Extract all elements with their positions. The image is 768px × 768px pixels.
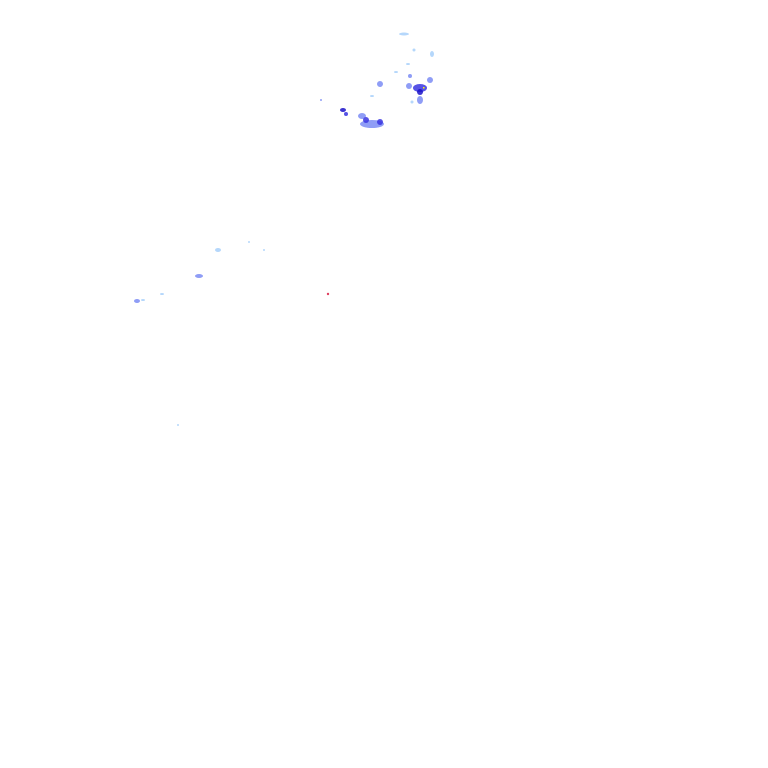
rain-echo-very_heavy: [417, 89, 423, 95]
rain-echo-light: [215, 248, 221, 252]
rain-echo-light: [399, 32, 409, 36]
rain-echo-heavy: [344, 112, 348, 116]
rain-echo-moderate: [195, 274, 203, 278]
rain-echo-heavy: [363, 117, 369, 123]
rain-echo-moderate: [406, 83, 412, 89]
rain-echo-moderate: [358, 113, 366, 119]
rain-echo-light: [177, 424, 179, 426]
rain-echo-very_heavy: [340, 108, 346, 112]
rain-echo-light: [406, 63, 410, 65]
rain-echo-moderate: [134, 299, 140, 303]
rain-echo-moderate: [320, 99, 322, 101]
rain-echo-moderate: [427, 77, 433, 83]
rain-echo-light: [412, 48, 416, 52]
rain-echo-moderate: [417, 96, 423, 104]
rain-echo-light: [410, 100, 414, 104]
rain-echo-heavy: [377, 119, 383, 125]
radar-site-marker: [326, 292, 330, 296]
rain-echo-moderate: [377, 81, 383, 87]
rain-echo-light: [263, 249, 265, 251]
rain-echo-moderate: [408, 74, 412, 78]
rain-echo-light: [370, 95, 374, 97]
rain-echo-extreme: [423, 87, 425, 89]
rain-echo-light: [394, 71, 398, 73]
rain-echo-light: [141, 299, 145, 301]
rain-echo-light: [160, 293, 164, 295]
rain-echo-light: [248, 241, 250, 243]
rain-echo-heavy: [413, 84, 427, 92]
rain-echo-light: [430, 51, 434, 57]
